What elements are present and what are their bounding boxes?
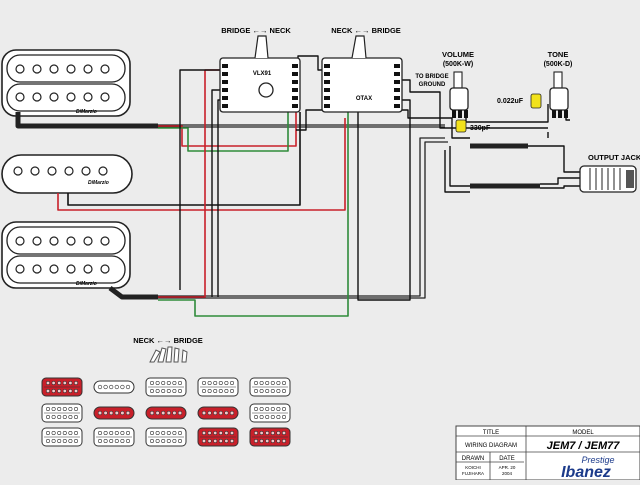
date-1: APR. 20 [499, 465, 516, 470]
legend-position-1-2 [93, 380, 135, 394]
legend-position-2-4 [197, 406, 239, 420]
switch-otax: OTAX [321, 35, 403, 113]
date-header: DATE [499, 456, 515, 462]
switch2-name: OTAX [356, 96, 372, 102]
legend-position-1-3 [145, 377, 187, 397]
title-value: WIRING DIAGRAM [465, 443, 517, 449]
drawn-header: DRAWN [462, 456, 484, 462]
middle-single-coil: DiMarzio [1, 154, 133, 194]
svg-text:DiMarzio: DiMarzio [88, 180, 109, 186]
tone-value: (500K-D) [544, 61, 573, 68]
legend-position-2-2 [93, 406, 135, 420]
svg-text:BRIDGE ←→ NECK: BRIDGE ←→ NECK [221, 26, 291, 35]
switch1-name: VLX91 [253, 71, 272, 77]
switch2-header: NECK ←→ BRIDGE [331, 26, 401, 35]
neck-humbucker: DiMarzio [1, 49, 131, 117]
tone-pot: TONE (500K-D) [544, 50, 573, 118]
volume-value: (500K-W) [443, 61, 473, 68]
legend-position-3-2 [93, 427, 135, 447]
legend-position-3-4 [197, 427, 239, 447]
svg-text:DiMarzio: DiMarzio [76, 281, 97, 287]
date-2: 2004 [502, 471, 513, 476]
tone-capacitor: 0.022uF [497, 93, 542, 109]
legend-pickup-positions [41, 377, 291, 447]
pickup-brand-text: DiMarzio [76, 109, 97, 115]
switch-vlx91: VLX91 [219, 35, 301, 113]
drawn-by-2: FUJIHARA [462, 471, 484, 476]
volume-title: VOLUME [442, 50, 474, 59]
svg-text:TO BRIDGE: TO BRIDGE [415, 74, 448, 80]
svg-text:NECK ←→ BRIDGE: NECK ←→ BRIDGE [133, 336, 203, 345]
svg-text:NECK ←→ BRIDGE: NECK ←→ BRIDGE [331, 26, 401, 35]
svg-text:GROUND: GROUND [419, 82, 446, 88]
output-jack-label: OUTPUT JACK [588, 153, 640, 162]
logo-script: Prestige [581, 455, 614, 465]
title-block: TITLE MODEL WIRING DIAGRAM JEM7 / JEM77 … [455, 425, 640, 481]
tone-title: TONE [548, 50, 569, 59]
legend-header: NECK ←→ BRIDGE [133, 336, 203, 363]
title-header: TITLE [483, 430, 499, 436]
legend-position-2-5 [249, 403, 291, 423]
legend-position-1-4 [197, 377, 239, 397]
drawn-by-1: KOICHI [465, 465, 481, 470]
output-jack: OUTPUT JACK [579, 153, 640, 193]
legend-position-3-5 [249, 427, 291, 447]
bridge-humbucker: DiMarzio [1, 221, 131, 289]
legend-position-3-1 [41, 427, 83, 447]
volume-pot: VOLUME (500K-W) [442, 50, 474, 118]
legend-position-3-3 [145, 427, 187, 447]
legend-position-2-1 [41, 403, 83, 423]
legend-position-1-1 [41, 377, 83, 397]
model-value: JEM7 / JEM77 [547, 440, 621, 452]
treble-cap-label: 330pF [470, 125, 491, 132]
bridge-ground-label: TO BRIDGE GROUND [415, 74, 448, 88]
ibanez-logo: Ibanez [561, 464, 611, 480]
tone-cap-label: 0.022uF [497, 98, 524, 105]
legend-position-1-5 [249, 377, 291, 397]
treble-bleed-capacitor: 330pF [455, 119, 491, 133]
switch1-header: BRIDGE ←→ NECK [221, 26, 291, 35]
model-header: MODEL [572, 430, 594, 436]
legend-position-2-3 [145, 406, 187, 420]
